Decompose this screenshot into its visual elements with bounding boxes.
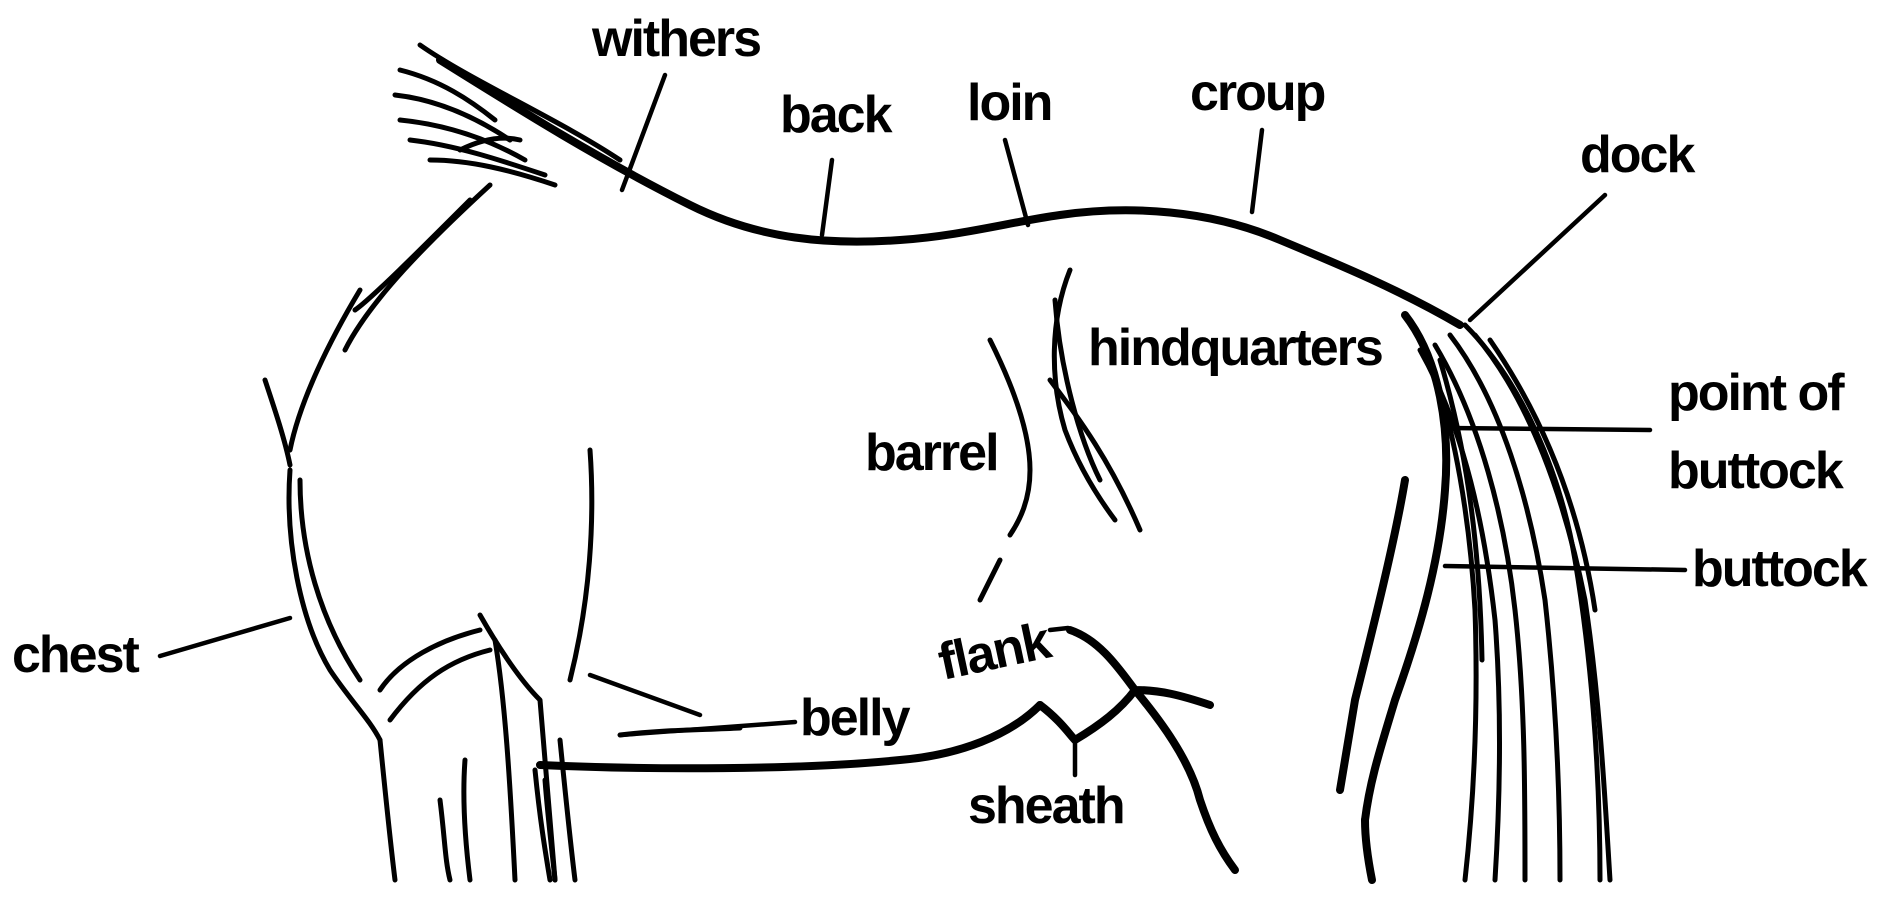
- label-flank: flank: [933, 611, 1056, 691]
- belly-leader: [620, 722, 795, 735]
- belly-leader-upper: [590, 675, 700, 715]
- label-dock: dock: [1580, 126, 1695, 184]
- front-leg-drawing: [380, 450, 592, 880]
- chest-leader: [160, 618, 290, 656]
- tail-drawing: [1420, 325, 1610, 880]
- flank-leader: [1050, 628, 1068, 630]
- dock-leader: [1470, 195, 1605, 320]
- buttock-leader: [1445, 566, 1685, 570]
- label-croup: croup: [1190, 64, 1325, 122]
- labels: withers back loin croup dock hindquarter…: [12, 10, 1868, 835]
- mane-drawing: [395, 45, 620, 185]
- back-leader: [822, 160, 832, 235]
- belly-outline: [540, 705, 1040, 768]
- label-point-of-buttock-line1: point of: [1668, 364, 1845, 422]
- hind-leg-drawing: [1340, 315, 1446, 880]
- croup-leader: [1252, 130, 1262, 212]
- label-belly: belly: [800, 689, 911, 747]
- label-buttock: buttock: [1692, 540, 1868, 598]
- label-sheath: sheath: [968, 777, 1124, 835]
- loin-leader: [1005, 140, 1028, 225]
- label-withers: withers: [591, 10, 760, 68]
- label-loin: loin: [967, 74, 1051, 132]
- label-back: back: [780, 86, 893, 144]
- withers-leader: [622, 75, 665, 190]
- label-chest: chest: [12, 626, 140, 684]
- label-barrel: barrel: [865, 424, 998, 482]
- point-of-buttock-leader: [1448, 428, 1650, 430]
- chest-outline: [265, 185, 490, 740]
- label-point-of-buttock-line2: buttock: [1668, 442, 1844, 500]
- label-hindquarters: hindquarters: [1088, 319, 1382, 377]
